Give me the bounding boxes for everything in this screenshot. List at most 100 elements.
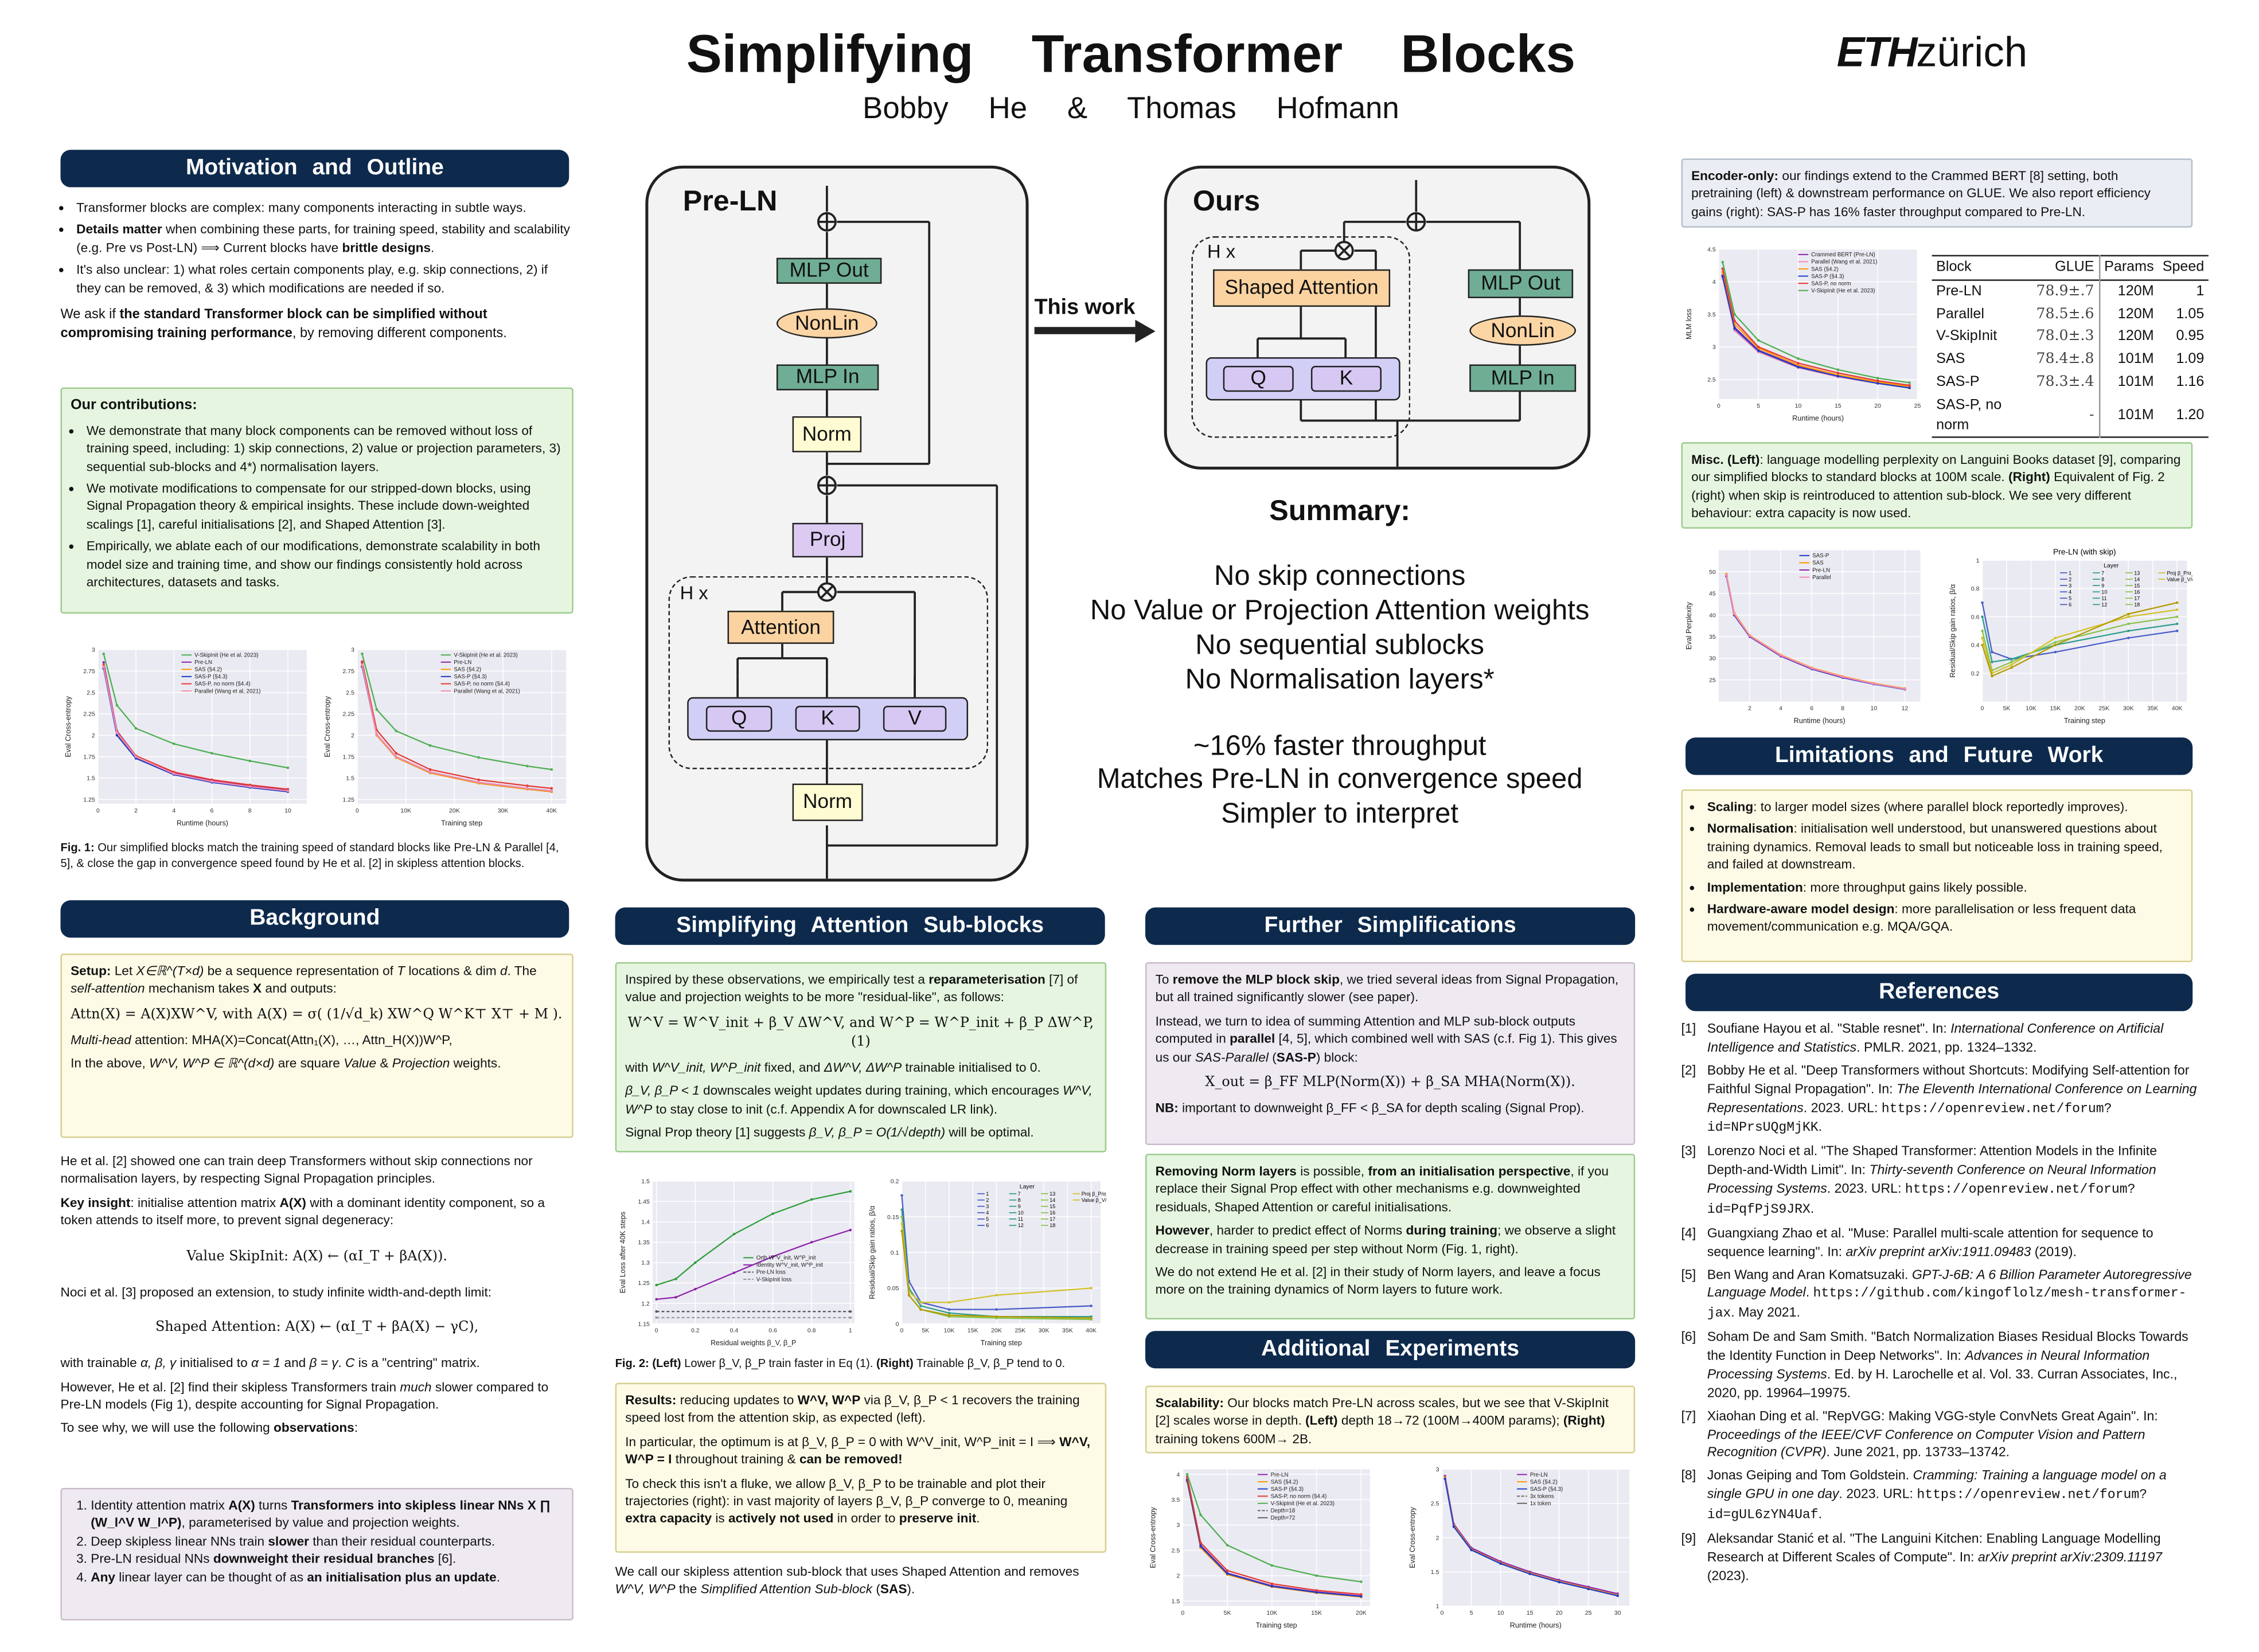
text-run: training tokens 600M→ 2B. <box>1155 1431 1312 1446</box>
motivation-header: Motivation and Outline <box>60 150 569 188</box>
text-run: fixed, and <box>760 1060 824 1075</box>
legend-label: SAS-P, no norm (§4.4) <box>1271 1493 1327 1499</box>
x-tick-label: 25K <box>2098 705 2109 712</box>
text-run: Guangxiang Zhao et al. "Muse: Parallel m… <box>1707 1225 2153 1259</box>
ours-mlp-in-box: MLP In <box>1469 364 1577 392</box>
text-run: (2019). <box>2031 1244 2077 1259</box>
x-tick-label: 2 <box>1748 705 1751 712</box>
multihead-text: Multi-head attention: MHA(X)=Concat(Attn… <box>71 1031 563 1049</box>
data-point <box>1226 1572 1229 1575</box>
mlp-out-box: MLP Out <box>776 257 882 284</box>
text-run: . 2023. URL: <box>1803 1099 1882 1115</box>
y-tick-label: 2.75 <box>83 668 95 675</box>
background-p6: To see why, we will use the following ob… <box>61 1419 573 1437</box>
x-tick-label: 20 <box>1556 1610 1563 1616</box>
list-item: Identity attention matrix A(X) turns Tra… <box>91 1497 563 1532</box>
results-p: Results: reducing updates to W^V, W^P vi… <box>625 1392 1096 1427</box>
text-run: and <box>280 1356 310 1370</box>
y-tick-label: 1.25 <box>638 1280 650 1287</box>
legend-label: Proj β_P/α_P <box>2167 570 2192 576</box>
data-point <box>655 1316 658 1319</box>
proj-box: Proj <box>792 522 863 558</box>
ours-heads-label: H x <box>1207 240 1236 263</box>
data-point <box>2175 608 2179 611</box>
x-tick-label: 5K <box>1224 1610 1231 1616</box>
data-point <box>1991 661 1993 663</box>
text-run: : more parallelisation or less frequent … <box>1707 901 2136 934</box>
logo-zurich: zürich <box>1915 30 2028 77</box>
reference-item: [2]Bobby He et al. "Deep Transformers wi… <box>1681 1061 2197 1138</box>
x-tick-label: 12 <box>1902 705 1909 712</box>
y-tick-label: 3 <box>92 647 95 654</box>
y-tick-label: 3 <box>1436 1466 1439 1473</box>
x-axis-label: Residual weights β_V, β_P <box>711 1339 796 1347</box>
x-tick-label: 0 <box>655 1327 658 1334</box>
text-run: (Left) <box>1305 1413 1338 1428</box>
plot-area <box>1982 560 2187 702</box>
data-point <box>134 755 138 758</box>
data-point <box>428 771 432 774</box>
legend-label: 18 <box>1049 1223 1055 1228</box>
y-tick-label: 4 <box>1176 1471 1180 1478</box>
x-tick-label: 35K <box>1062 1327 1073 1334</box>
x-tick-label: 20 <box>1874 403 1881 409</box>
y-tick-label: 2.75 <box>342 668 354 675</box>
data-point <box>2010 663 2013 666</box>
reparam-p1: Inspired by these observations, we empir… <box>625 971 1096 1006</box>
legend-label: 1 <box>2069 570 2071 576</box>
reparam-p3: β_V, β_P < 1 downscales weight updates d… <box>625 1083 1096 1118</box>
y-tick-label: 1.5 <box>1431 1569 1439 1576</box>
legend-label: 7 <box>2101 570 2104 576</box>
data-point <box>1226 1544 1229 1547</box>
background-p1: He et al. [2] showed one can train deep … <box>61 1153 573 1188</box>
y-tick-label: 3.5 <box>1707 311 1716 318</box>
x-tick-label: 10 <box>284 807 291 814</box>
text-run: Our blocks match Pre-LN across scales, b… <box>1155 1396 1609 1428</box>
series-line <box>1981 602 2178 677</box>
series-line <box>901 1195 1091 1310</box>
motivation-question: We ask if the standard Transformer block… <box>61 306 573 343</box>
table-cell: 101M <box>2117 374 2154 390</box>
legend-label: Crammed BERT (Pre-LN) <box>1811 252 1875 258</box>
query-box: Q <box>705 705 772 732</box>
text-run: arXiv preprint arXiv:1911.09483 <box>1846 1244 2031 1259</box>
legend-label: 8 <box>2101 576 2104 582</box>
text-run: We demonstrate that many block component… <box>86 423 561 474</box>
data-point <box>1981 629 1984 632</box>
preln-arrows <box>736 186 998 879</box>
y-tick-label: 3 <box>351 647 354 654</box>
summary-line: Simpler to interpret <box>1221 798 1459 830</box>
data-point <box>919 1305 922 1307</box>
data-point <box>1981 615 1984 618</box>
data-point <box>1981 643 1984 647</box>
data-point <box>732 1271 736 1274</box>
text-run: our findings extend to the Crammed BERT … <box>1691 168 2151 219</box>
y-tick-label: 2 <box>1436 1534 1439 1541</box>
text-run: W^V, W^P <box>615 1582 676 1597</box>
text-run: with trainable <box>60 1356 141 1370</box>
text-run: [6]. <box>434 1551 457 1567</box>
table-cell: 78.0±.3 <box>2032 326 2100 349</box>
text-run: Misc. (Left) <box>1691 452 1760 467</box>
data-point <box>361 660 364 663</box>
text-run: are square <box>274 1056 344 1071</box>
y-axis-label: Eval Loss after 40K steps <box>619 1212 627 1293</box>
legend-label: SAS-P <box>1812 553 1829 559</box>
poster-title: Simplifying Transformer Blocks <box>686 24 1576 84</box>
text-run: Any <box>91 1569 115 1584</box>
text-run: when combining these parts, for training… <box>76 222 570 255</box>
background-text: He et al. [2] showed one can train deep … <box>61 1153 573 1443</box>
text-run: C <box>345 1356 355 1370</box>
ours-nonlin-oval: NonLin <box>1469 315 1577 346</box>
text-run: https://github.com/kingoflolz/mesh-trans… <box>1707 1285 2187 1322</box>
reference-number: [5] <box>1681 1267 1696 1282</box>
legend-title: Layer <box>1020 1183 1035 1190</box>
text-run: Projection <box>392 1056 450 1071</box>
text-run: Ben Wang and Aran Komatsuzaki. <box>1707 1267 1912 1282</box>
text-run: ΔW^V, ΔW^P <box>824 1060 902 1075</box>
text-run: : initialise attention matrix <box>130 1195 280 1210</box>
y-axis-label: MLM loss <box>1685 308 1693 339</box>
